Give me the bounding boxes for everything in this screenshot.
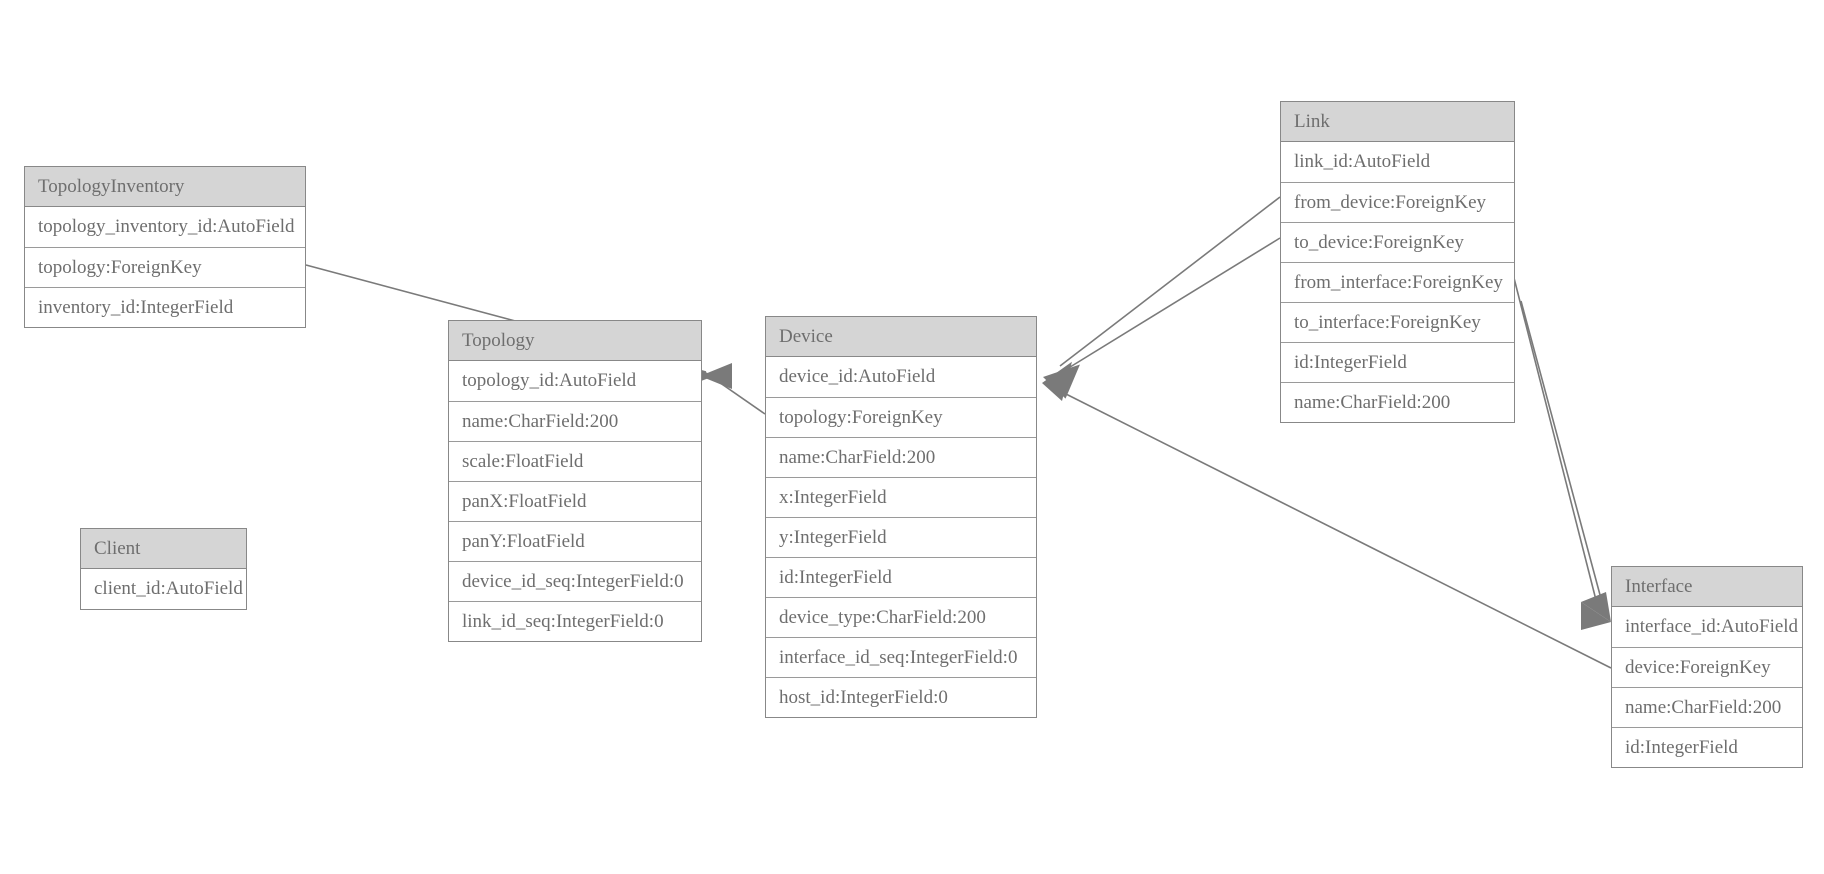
entity-field-row[interactable]: inventory_id:IntegerField: [25, 287, 305, 327]
relationship-link-to-interface: [1520, 300, 1611, 630]
entity-title-client: Client: [81, 529, 246, 569]
entity-field-row[interactable]: device_type:CharField:200: [766, 597, 1036, 637]
entity-field-row[interactable]: to_interface:ForeignKey: [1281, 302, 1514, 342]
entity-field-row[interactable]: from_interface:ForeignKey: [1281, 262, 1514, 302]
entity-field-row[interactable]: device:ForeignKey: [1612, 647, 1802, 687]
entity-field-row[interactable]: topology:ForeignKey: [25, 247, 305, 287]
entity-field-row[interactable]: link_id:AutoField: [1281, 142, 1514, 182]
entity-field-row[interactable]: to_device:ForeignKey: [1281, 222, 1514, 262]
entity-title-interface: Interface: [1612, 567, 1802, 607]
entity-field-row[interactable]: name:CharField:200: [449, 401, 701, 441]
relationship-device-topology: [700, 363, 766, 415]
relationship-link-to-device: [1061, 237, 1281, 373]
entity-field-row[interactable]: panX:FloatField: [449, 481, 701, 521]
entity-field-row[interactable]: name:CharField:200: [1612, 687, 1802, 727]
entity-field-row[interactable]: device_id:AutoField: [766, 357, 1036, 397]
entity-field-row[interactable]: interface_id_seq:IntegerField:0: [766, 637, 1036, 677]
entity-field-row[interactable]: host_id:IntegerField:0: [766, 677, 1036, 717]
entity-field-row[interactable]: x:IntegerField: [766, 477, 1036, 517]
entity-field-row[interactable]: device_id_seq:IntegerField:0: [449, 561, 701, 601]
entity-field-row[interactable]: id:IntegerField: [1281, 342, 1514, 382]
relationship-link-from-interface: [1513, 277, 1598, 605]
entity-field-row[interactable]: panY:FloatField: [449, 521, 701, 561]
entity-field-row[interactable]: name:CharField:200: [1281, 382, 1514, 422]
entity-field-row[interactable]: id:IntegerField: [1612, 727, 1802, 767]
entity-title-link: Link: [1281, 102, 1514, 142]
entity-field-row[interactable]: interface_id:AutoField: [1612, 607, 1802, 647]
entity-field-row[interactable]: from_device:ForeignKey: [1281, 182, 1514, 222]
entity-field-row[interactable]: topology_inventory_id:AutoField: [25, 207, 305, 247]
entity-field-row[interactable]: topology:ForeignKey: [766, 397, 1036, 437]
entity-fields-client: client_id:AutoField: [81, 569, 246, 609]
entity-field-row[interactable]: y:IntegerField: [766, 517, 1036, 557]
entity-field-row[interactable]: client_id:AutoField: [81, 569, 246, 609]
entity-title-device: Device: [766, 317, 1036, 357]
entity-field-row[interactable]: id:IntegerField: [766, 557, 1036, 597]
relationship-link-from-device: [1043, 196, 1281, 399]
entity-title-topology: Topology: [449, 321, 701, 361]
entity-field-row[interactable]: link_id_seq:IntegerField:0: [449, 601, 701, 641]
entity-title-topology_inventory: TopologyInventory: [25, 167, 305, 207]
entity-field-row[interactable]: name:CharField:200: [766, 437, 1036, 477]
entity-field-row[interactable]: topology_id:AutoField: [449, 361, 701, 401]
entity-field-row[interactable]: scale:FloatField: [449, 441, 701, 481]
